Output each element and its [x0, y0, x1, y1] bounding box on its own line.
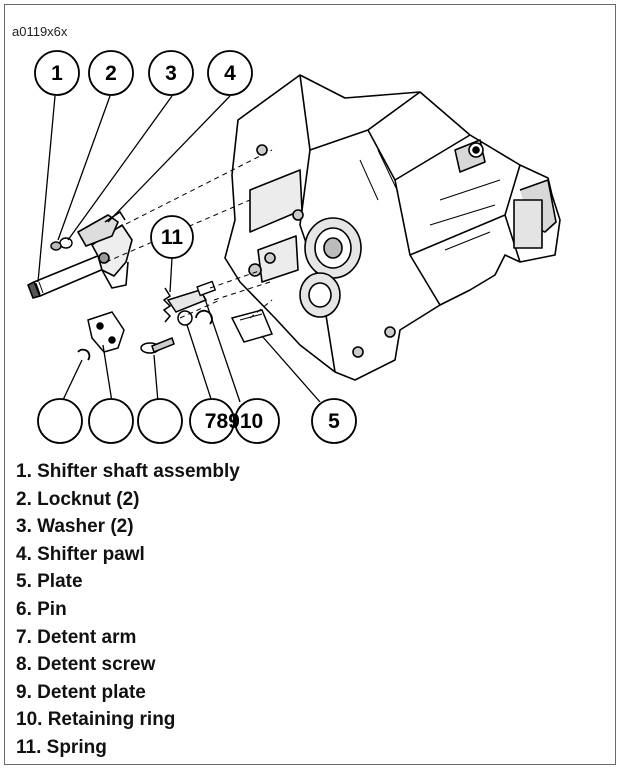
callout-5-label: 5 [328, 410, 340, 433]
callout-11-circle [150, 215, 194, 259]
legend-item: 10. Retaining ring [16, 709, 176, 731]
detent-plate-part [87, 311, 125, 353]
callout-2-label: 2 [105, 62, 117, 85]
callout-7891-circle [189, 398, 235, 444]
shifter-shaft-assembly [27, 224, 133, 299]
callout-5-circle [311, 398, 357, 444]
leader-lines [37, 95, 321, 403]
legend-item: 6. Pin [16, 598, 67, 620]
callouts [34, 50, 357, 444]
detent-screw-part [140, 337, 175, 354]
callout-2-circle [88, 50, 134, 96]
legend-item: 3. Washer (2) [16, 516, 134, 538]
callout-1-circle [34, 50, 80, 96]
spring-part [162, 287, 172, 323]
callout-11-label: 11 [161, 226, 184, 249]
pin-part [196, 280, 217, 297]
callout-blank-1-circle [37, 398, 83, 444]
legend-item: 7. Detent arm [16, 626, 137, 648]
washer-part [59, 237, 73, 249]
callout-3-label: 3 [165, 62, 177, 85]
callout-3-circle [148, 50, 194, 96]
alignment-lines [105, 149, 273, 319]
parts-legend: 1. Shifter shaft assembly 2. Locknut (2)… [16, 458, 240, 762]
locknut-part [50, 241, 62, 251]
legend-item: 5. Plate [16, 571, 83, 593]
callout-4-label: 4 [224, 62, 236, 85]
small-ring-part [77, 348, 91, 361]
callout-blank-3-circle [137, 398, 183, 444]
callout-10-circle [234, 398, 280, 444]
legend-item: 9. Detent plate [16, 681, 146, 703]
legend-item: 2. Locknut (2) [16, 488, 140, 510]
callout-4-circle [207, 50, 253, 96]
legend-item: 1. Shifter shaft assembly [16, 461, 240, 482]
transmission-case [224, 74, 561, 381]
callout-78910-label: 78910 [205, 410, 263, 433]
legend-item: 8. Detent screw [16, 654, 156, 676]
shifter-pawl [76, 210, 126, 247]
legend-item: 11. Spring [16, 736, 107, 758]
retaining-ring-part [195, 309, 213, 325]
plate-part [230, 309, 274, 343]
callout-blank-2-circle [88, 398, 134, 444]
callout-1-label: 1 [51, 62, 63, 85]
callout-labels: 1 2 3 4 11 78910 5 [51, 62, 340, 433]
legend-item: 4. Shifter pawl [16, 543, 145, 565]
figure-id: a0119x6x [12, 24, 68, 39]
